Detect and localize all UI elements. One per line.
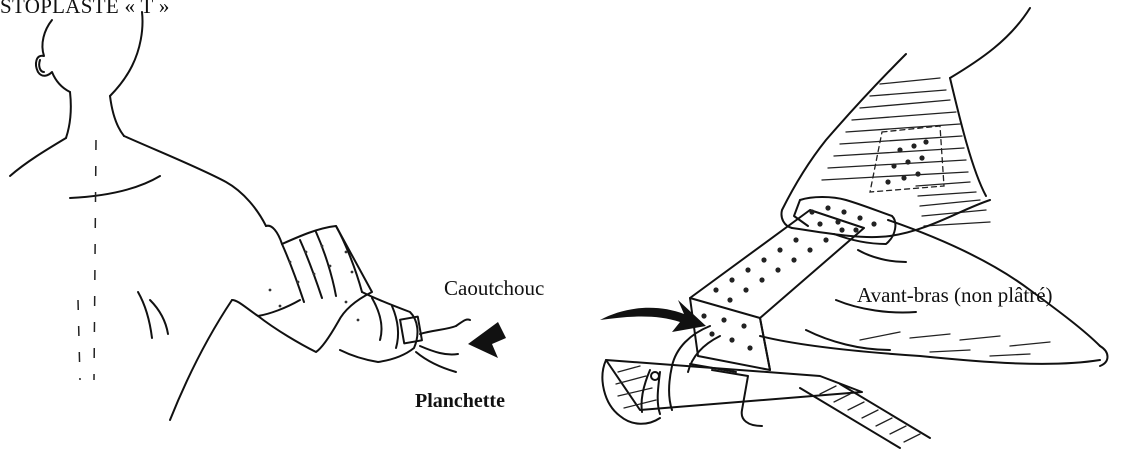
arrow-icon xyxy=(468,322,506,358)
label-planchette: Planchette xyxy=(415,390,505,413)
board-and-wire xyxy=(602,326,930,448)
figure-title: STOPLASTE « T » xyxy=(0,0,170,19)
label-caoutchouc: Caoutchouc xyxy=(444,276,544,301)
patient-figure xyxy=(10,12,266,420)
arm-cast xyxy=(232,226,422,362)
label-avant-bras: Avant-bras (non plâtré) xyxy=(857,283,1053,308)
forearm-figure xyxy=(760,8,1108,366)
wire-and-arrow-left xyxy=(416,319,506,372)
